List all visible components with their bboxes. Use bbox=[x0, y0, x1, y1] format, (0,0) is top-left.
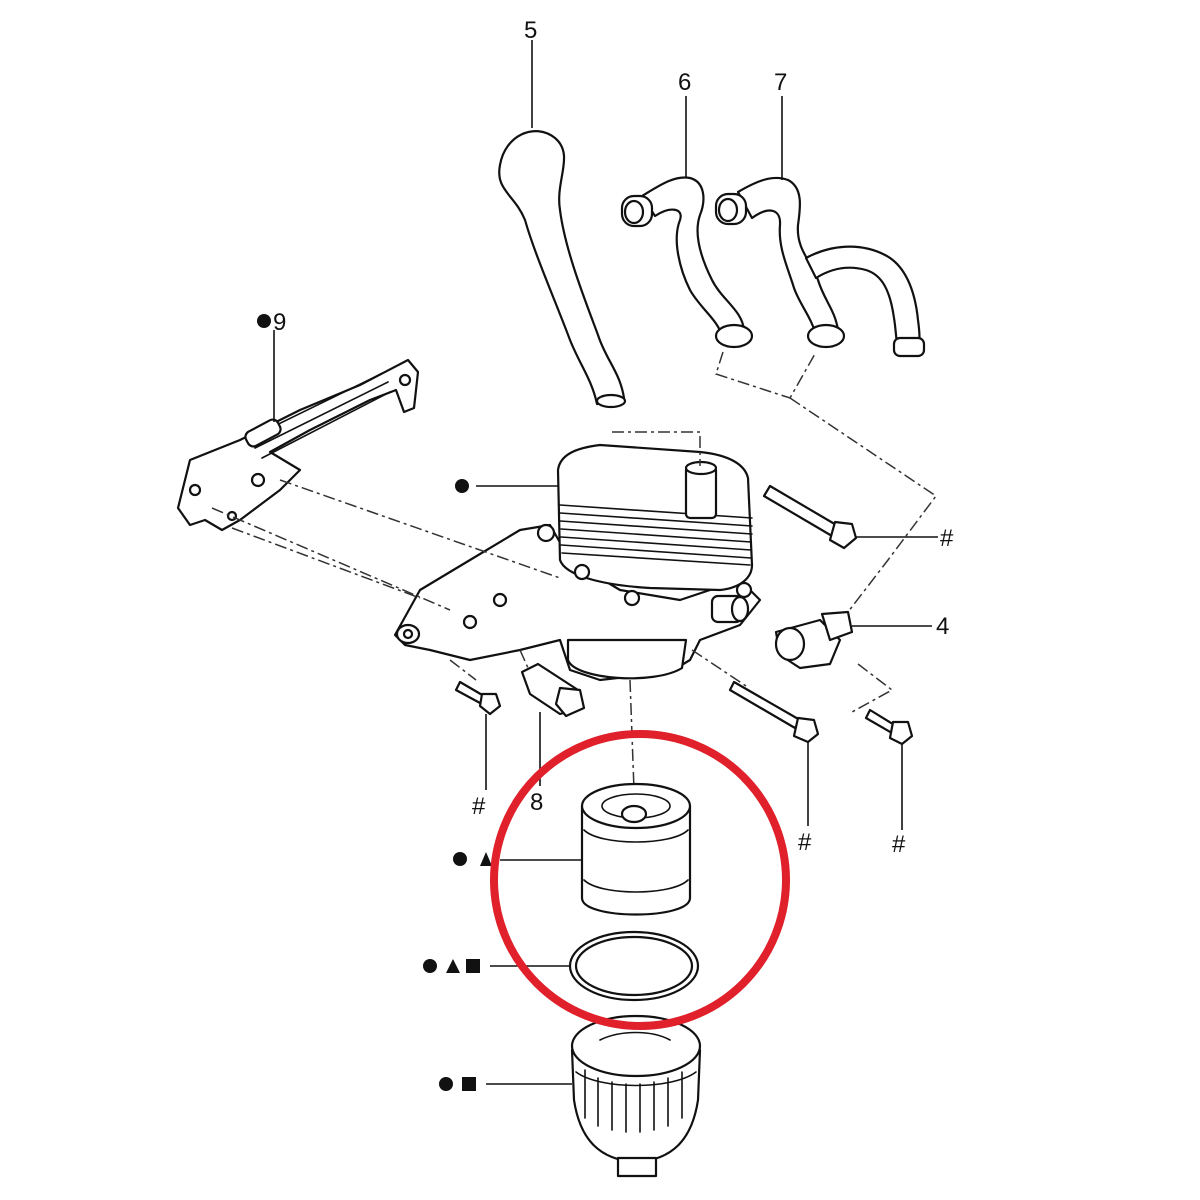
coolant-sensor-4 bbox=[774, 610, 854, 670]
coolant-hose-6 bbox=[620, 176, 754, 349]
hash-upper-right: # bbox=[940, 525, 954, 552]
hash-lower-left: # bbox=[472, 793, 486, 820]
callout-oil-cooler bbox=[455, 479, 558, 493]
hash-lower-right: # bbox=[892, 831, 906, 858]
callout-part-6: 6 bbox=[678, 69, 691, 178]
bolt-upper-right bbox=[762, 484, 858, 550]
bolt-lower-left: # bbox=[454, 680, 502, 820]
callout-filter-cap bbox=[439, 1077, 572, 1091]
label-5: 5 bbox=[524, 17, 537, 44]
label-8: 8 bbox=[530, 789, 543, 816]
oil-pressure-sensor-8: 8 bbox=[520, 662, 586, 816]
coolant-hose-7 bbox=[714, 176, 926, 358]
coolant-hose-5 bbox=[498, 130, 627, 409]
callout-part-9: 9 bbox=[257, 309, 286, 422]
o-ring-seal bbox=[568, 930, 700, 1002]
highlight-circle bbox=[490, 730, 790, 1030]
oil-filter-cap bbox=[570, 1014, 702, 1178]
bolt-lower-right: # bbox=[864, 708, 914, 858]
label-4: 4 bbox=[936, 613, 949, 640]
callout-filter-element bbox=[453, 852, 582, 866]
heat-shield-bracket-9 bbox=[176, 358, 420, 532]
label-9: 9 bbox=[273, 309, 286, 336]
bolt-lower-center: # bbox=[728, 680, 820, 856]
callout-o-ring bbox=[423, 959, 570, 973]
callout-part-5: 5 bbox=[524, 17, 537, 128]
assembly-guide-lines bbox=[211, 351, 938, 791]
callout-part-4: 4 bbox=[852, 613, 949, 640]
oil-filter-element bbox=[580, 782, 692, 916]
oil-filter-housing-assembly bbox=[393, 443, 762, 682]
callout-part-7: 7 bbox=[774, 69, 787, 180]
label-7: 7 bbox=[774, 69, 787, 96]
hash-lower-center: # bbox=[798, 829, 812, 856]
label-6: 6 bbox=[678, 69, 691, 96]
callout-bolt-upper-right: # bbox=[856, 525, 954, 552]
